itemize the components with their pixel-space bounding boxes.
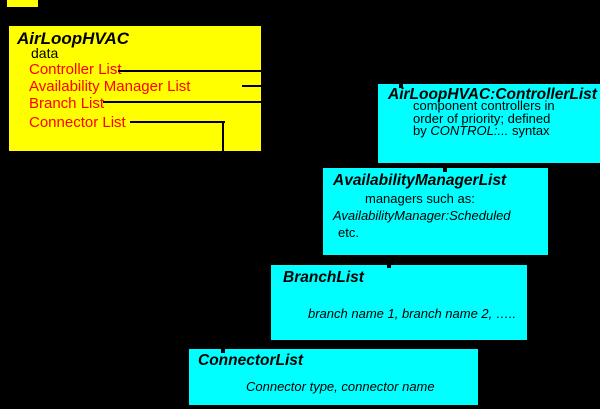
controllerlist-body-line2: order of priority; defined: [413, 110, 551, 126]
availabilitymanagerlist-body-line1: managers such as:: [365, 191, 475, 206]
airloophvac-title: AirLoopHVAC: [17, 29, 130, 48]
controllerlist-body: component controllers in order of priori…: [413, 98, 555, 138]
connector-line-availability-h: [242, 85, 447, 87]
controllerlist-body-line3: by CONTROL:... syntax: [413, 123, 550, 138]
airloop-item-connector-list: Connector List: [29, 114, 126, 131]
branchlist-body: branch name 1, branch name 2, …..: [308, 306, 517, 321]
connector-line-controller-v: [400, 70, 402, 87]
controllerlist-title: AirLoopHVAC:ControllerList: [388, 86, 597, 103]
airloop-item-availability-manager-list: Availability Manager List: [29, 78, 191, 95]
airloop-item-controller-list: Controller List: [29, 61, 122, 78]
airloophvac-box: AirLoopHVAC data Controller List Availab…: [7, 24, 263, 153]
availabilitymanagerlist-title: AvailabilityManagerList: [333, 172, 507, 189]
branchlist-box: BranchList branch name 1, branch name 2,…: [271, 265, 527, 340]
connector-line-branch-h: [103, 101, 390, 103]
availabilitymanagerlist-box: AvailabilityManagerList managers such as…: [323, 168, 548, 255]
connectorlist-box: ConnectorList Connector type, connector …: [189, 349, 478, 405]
connector-line-connector-v: [222, 121, 224, 353]
connector-line-connector-h: [130, 121, 225, 123]
line-entry-notch-controllerlist: [399, 84, 403, 88]
connector-line-controller-h: [118, 70, 402, 72]
controllerlist-box: AirLoopHVAC:ControllerList component con…: [378, 84, 600, 163]
connectorlist-body: Connector type, connector name: [246, 379, 435, 394]
airloophvac-data-label: data: [31, 45, 59, 61]
cropped-yellow-box-fragment: [7, 0, 38, 7]
airloop-item-branch-list: Branch List: [29, 95, 105, 112]
line-entry-notch-connectorlist: [221, 349, 225, 353]
connectorlist-title: ConnectorList: [198, 352, 304, 369]
line-entry-notch-availabilitymanagerlist: [443, 168, 447, 172]
controllerlist-body-line1: component controllers in: [413, 98, 555, 113]
branchlist-title: BranchList: [283, 269, 364, 286]
line-entry-notch-branchlist: [387, 265, 391, 268]
availabilitymanagerlist-body-line2: AvailabilityManager:Scheduled: [333, 208, 511, 223]
availabilitymanagerlist-body-line3: etc.: [338, 225, 359, 240]
